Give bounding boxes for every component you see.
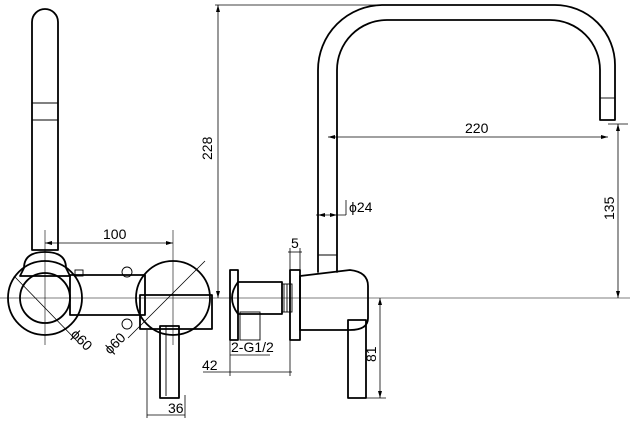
front-spout-pipe xyxy=(31,8,59,251)
dim-label-spout-plate: ϕ60 xyxy=(101,329,129,357)
dim-label-spout-drop: 135 xyxy=(601,196,617,220)
dim-label-lever-width: 36 xyxy=(168,400,184,416)
spout-arch xyxy=(317,4,616,273)
dim-label-outlet-reach: 220 xyxy=(465,120,489,136)
dim-label-wall-depth: 42 xyxy=(202,357,218,373)
bar-notch xyxy=(74,269,84,277)
dim-label-spout-diameter: ϕ24 xyxy=(349,199,373,215)
inlet-pipe xyxy=(239,311,261,341)
dim-leader-phi60-right xyxy=(127,260,206,339)
dim-label-flange-thickness: 5 xyxy=(291,235,299,251)
dim-label-height-total: 228 xyxy=(199,136,215,160)
handle-body xyxy=(139,294,213,330)
mounting-screw xyxy=(121,266,133,278)
dim-label-handle-plate: ϕ60 xyxy=(68,326,96,354)
lever-handle xyxy=(159,325,180,399)
dim-label-thread-spec: 2-G1/2 xyxy=(231,339,274,355)
body-outer xyxy=(229,269,239,341)
valve-body xyxy=(231,281,283,315)
flange xyxy=(289,269,301,341)
spout-lever xyxy=(347,319,367,399)
dim-leader-phi60-left xyxy=(13,275,79,343)
side-view: 228 220 135 ϕ24 5 2-G1/2 xyxy=(199,4,628,399)
dim-label-center-distance: 100 xyxy=(103,226,127,242)
spout-base xyxy=(299,269,369,331)
left-plate-collar xyxy=(19,251,71,277)
dim-label-lever-length: 81 xyxy=(363,346,379,362)
mounting-screw xyxy=(121,318,133,330)
front-view: 100 ϕ60 ϕ60 36 42 xyxy=(0,8,630,418)
